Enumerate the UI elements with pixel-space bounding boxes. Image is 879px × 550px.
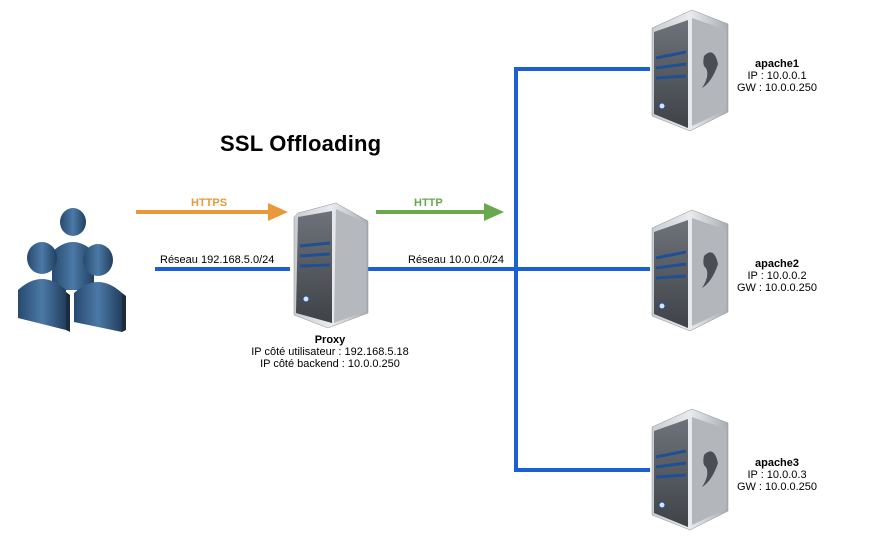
apache-server-icon [648, 8, 730, 132]
server-gw: GW : 10.0.0.250 [736, 481, 818, 493]
user-network-label: Réseau 192.168.5.0/24 [160, 254, 275, 266]
apache-server-icon [648, 208, 730, 332]
http-label: HTTP [414, 197, 443, 209]
proxy-name: Proxy [314, 334, 346, 346]
backend-network-label: Réseau 10.0.0.0/24 [408, 254, 505, 266]
server-name: apache2 [754, 258, 800, 270]
apache2-info: apache2 IP : 10.0.0.2 GW : 10.0.0.250 [722, 258, 832, 294]
http-arrow [376, 203, 504, 221]
server-name: apache1 [754, 58, 800, 70]
apache1-info: apache1 IP : 10.0.0.1 GW : 10.0.0.250 [722, 58, 832, 94]
server-gw: GW : 10.0.0.250 [736, 82, 818, 94]
https-arrow [136, 203, 288, 221]
apache-server-icon [648, 407, 730, 531]
server-ip: IP : 10.0.0.1 [747, 70, 807, 82]
proxy-info: Proxy IP côté utilisateur : 192.168.5.18… [225, 334, 435, 370]
server-ip: IP : 10.0.0.3 [747, 469, 807, 481]
users-icon [18, 208, 126, 332]
diagram-title: SSL Offloading [220, 131, 382, 156]
proxy-ip-backend-side: IP côté backend : 10.0.0.250 [260, 358, 400, 370]
proxy-ip-user-side: IP côté utilisateur : 192.168.5.18 [251, 346, 409, 358]
server-gw: GW : 10.0.0.250 [736, 282, 818, 294]
server-ip: IP : 10.0.0.2 [747, 270, 807, 282]
proxy-server-icon [288, 201, 370, 329]
https-label: HTTPS [191, 197, 228, 209]
server-name: apache3 [754, 457, 800, 469]
backend-network-lines [366, 67, 650, 472]
apache3-info: apache3 IP : 10.0.0.3 GW : 10.0.0.250 [722, 457, 832, 493]
